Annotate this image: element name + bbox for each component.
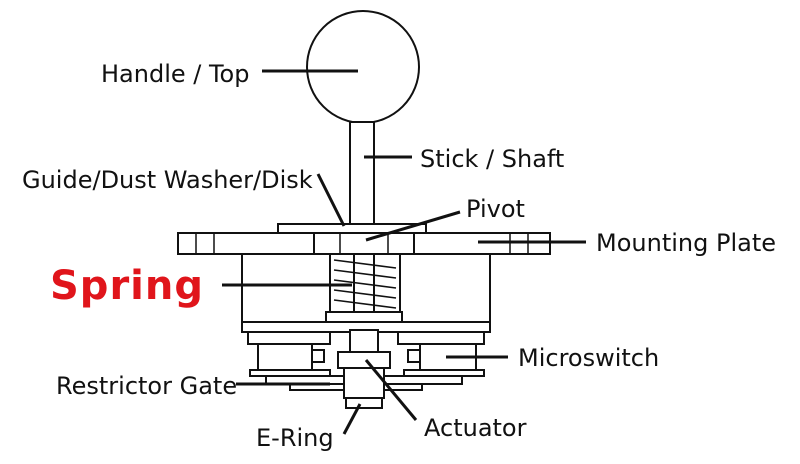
handle-ball xyxy=(306,10,420,124)
leader-lines xyxy=(222,69,586,435)
label-microswitch: Microswitch xyxy=(518,344,659,372)
leader-actuator xyxy=(364,359,418,421)
label-guide: Guide/Dust Washer/Disk xyxy=(22,166,313,194)
microswitch-left xyxy=(247,331,331,377)
label-mounting-plate: Mounting Plate xyxy=(596,229,776,257)
actuator-block xyxy=(337,351,391,369)
label-spring: Spring xyxy=(50,263,204,309)
label-restrictor-gate: Restrictor Gate xyxy=(56,372,237,400)
leader-pivot xyxy=(365,210,461,242)
housing xyxy=(241,253,491,333)
shaft xyxy=(349,121,375,227)
leader-guide xyxy=(316,173,346,227)
label-actuator: Actuator xyxy=(424,414,527,442)
label-handle: Handle / Top xyxy=(101,60,249,88)
label-shaft: Stick / Shaft xyxy=(420,145,564,173)
spring xyxy=(329,253,401,313)
microswitch-right xyxy=(397,331,485,377)
e-ring-part xyxy=(345,397,383,409)
labels: Handle / Top Stick / Shaft Guide/Dust Wa… xyxy=(22,60,776,452)
leader-e-ring xyxy=(342,403,362,435)
label-e-ring: E-Ring xyxy=(256,424,334,452)
label-pivot: Pivot xyxy=(466,195,525,223)
